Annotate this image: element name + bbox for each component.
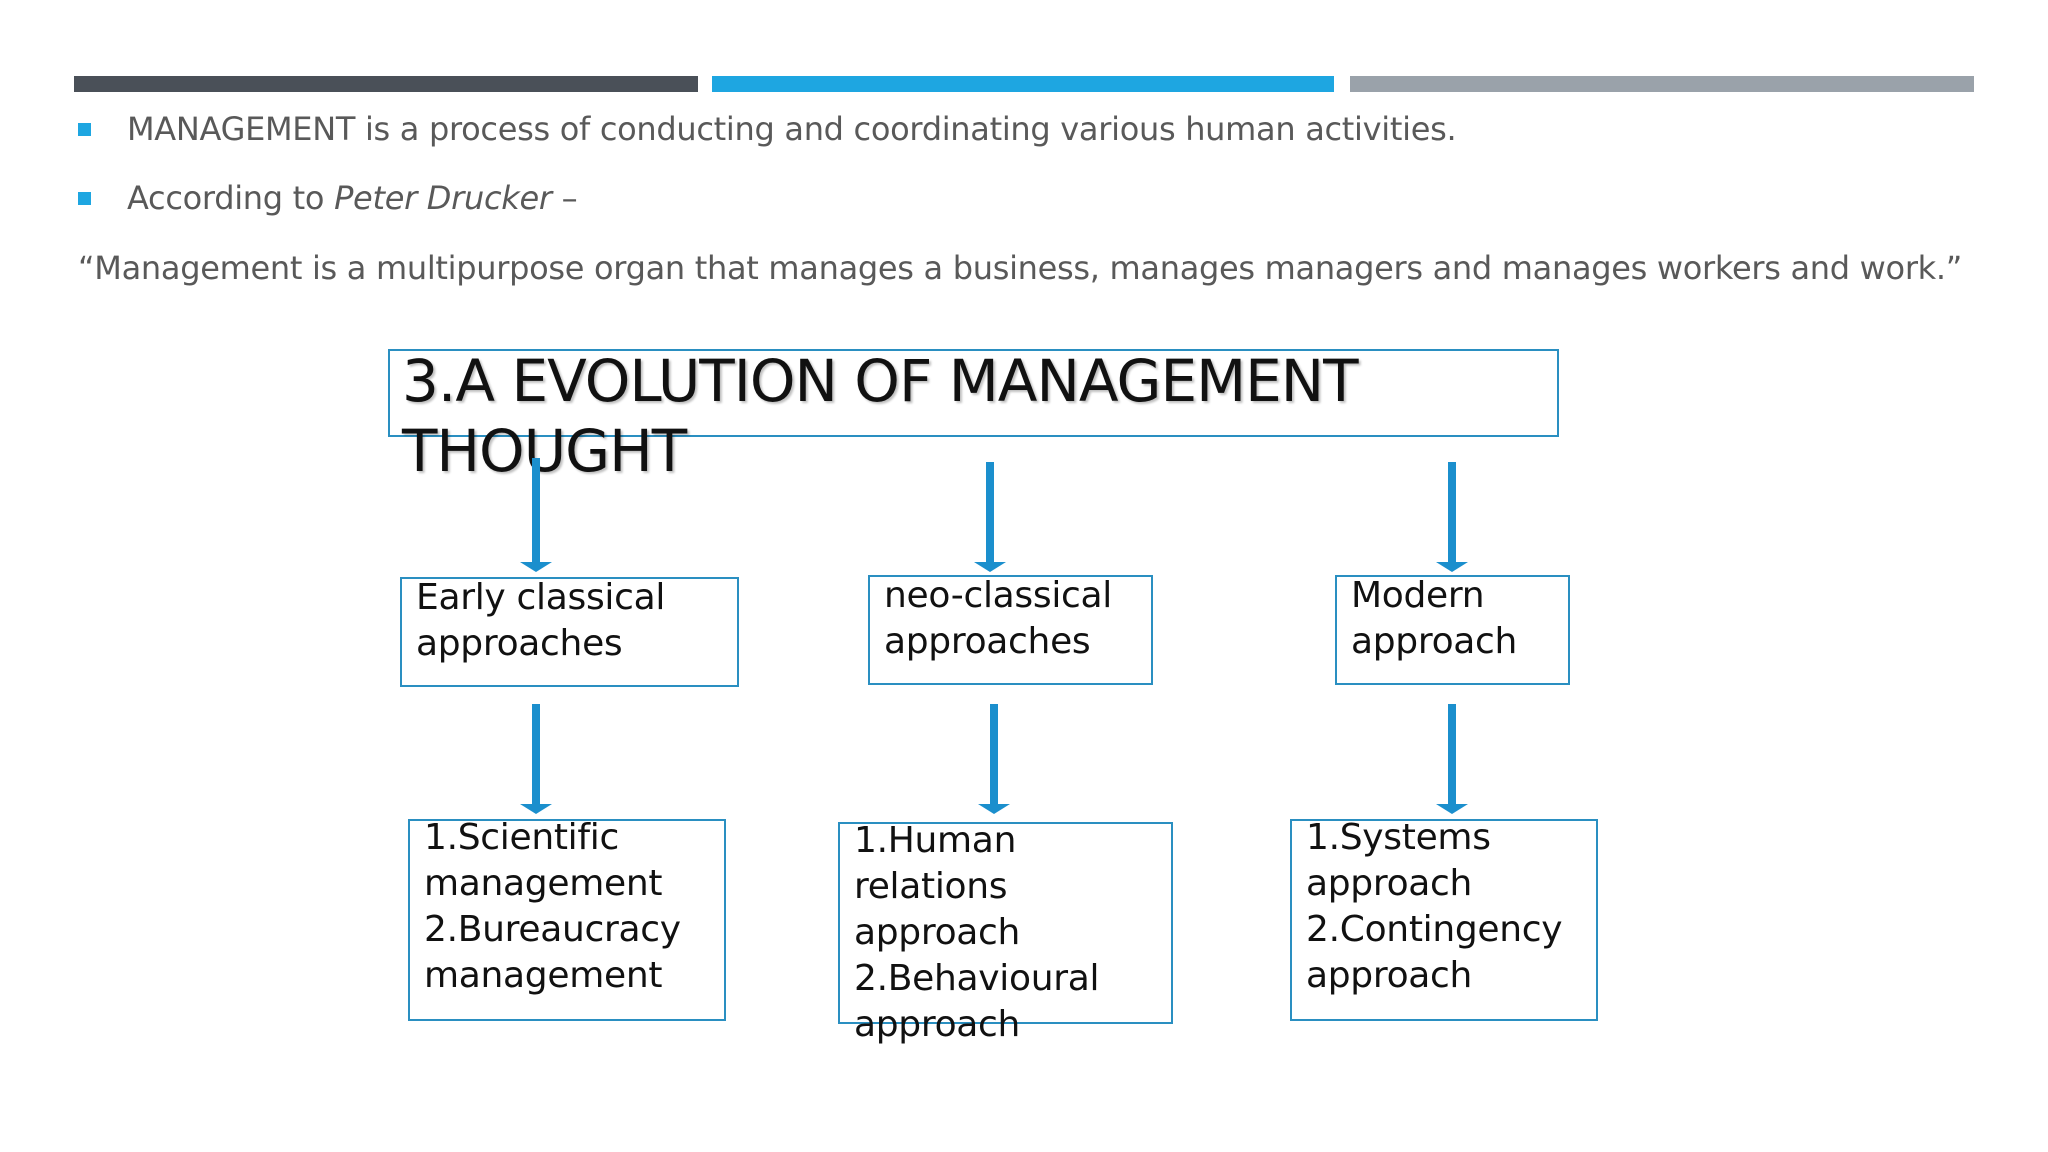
items-list: 1.Human relations approach 2.Behavioural… [854, 820, 1100, 1045]
category-box-neo-classical [868, 575, 1153, 685]
down-arrow-icon [520, 458, 552, 572]
bullet-item: According to Peter Drucker – [78, 179, 578, 217]
items-list: 1.Systems approach 2.Contingency approac… [1306, 817, 1563, 996]
category-label: neo-classical approaches [884, 575, 1112, 662]
square-bullet-icon [78, 191, 91, 205]
down-arrow-icon [1436, 462, 1468, 572]
bullet-suffix: – [551, 179, 578, 217]
down-arrow-icon [978, 704, 1010, 814]
items-box-early-classical [408, 819, 726, 1021]
top-bar-blue [712, 76, 1334, 92]
author-name: Peter Drucker [334, 179, 552, 217]
square-bullet-icon [78, 122, 91, 136]
down-arrow-icon [1436, 704, 1468, 814]
bullet-text: MANAGEMENT is a process of conducting an… [127, 110, 1457, 148]
down-arrow-icon [974, 462, 1006, 572]
bullet-prefix: According to [127, 179, 335, 217]
title-box [388, 349, 1559, 437]
down-arrow-icon [520, 704, 552, 814]
category-label: Modern approach [1351, 575, 1518, 662]
bullet-item: MANAGEMENT is a process of conducting an… [78, 110, 1457, 148]
items-box-modern [1290, 819, 1598, 1021]
top-bar-gray [1350, 76, 1974, 92]
top-bar-dark [74, 76, 698, 92]
items-list: 1.Scientific management 2.Bureaucracy ma… [424, 817, 681, 996]
drucker-quote: “Management is a multipurpose organ that… [78, 249, 1963, 287]
category-box-early-classical [400, 577, 739, 687]
category-label: Early classical approaches [416, 577, 666, 664]
diagram-title: 3.A EVOLUTION OF MANAGEMENT THOUGHT [402, 347, 1359, 485]
category-box-modern [1335, 575, 1570, 685]
items-box-neo-classical [838, 822, 1173, 1024]
bullet-text: According to Peter Drucker – [127, 179, 578, 217]
